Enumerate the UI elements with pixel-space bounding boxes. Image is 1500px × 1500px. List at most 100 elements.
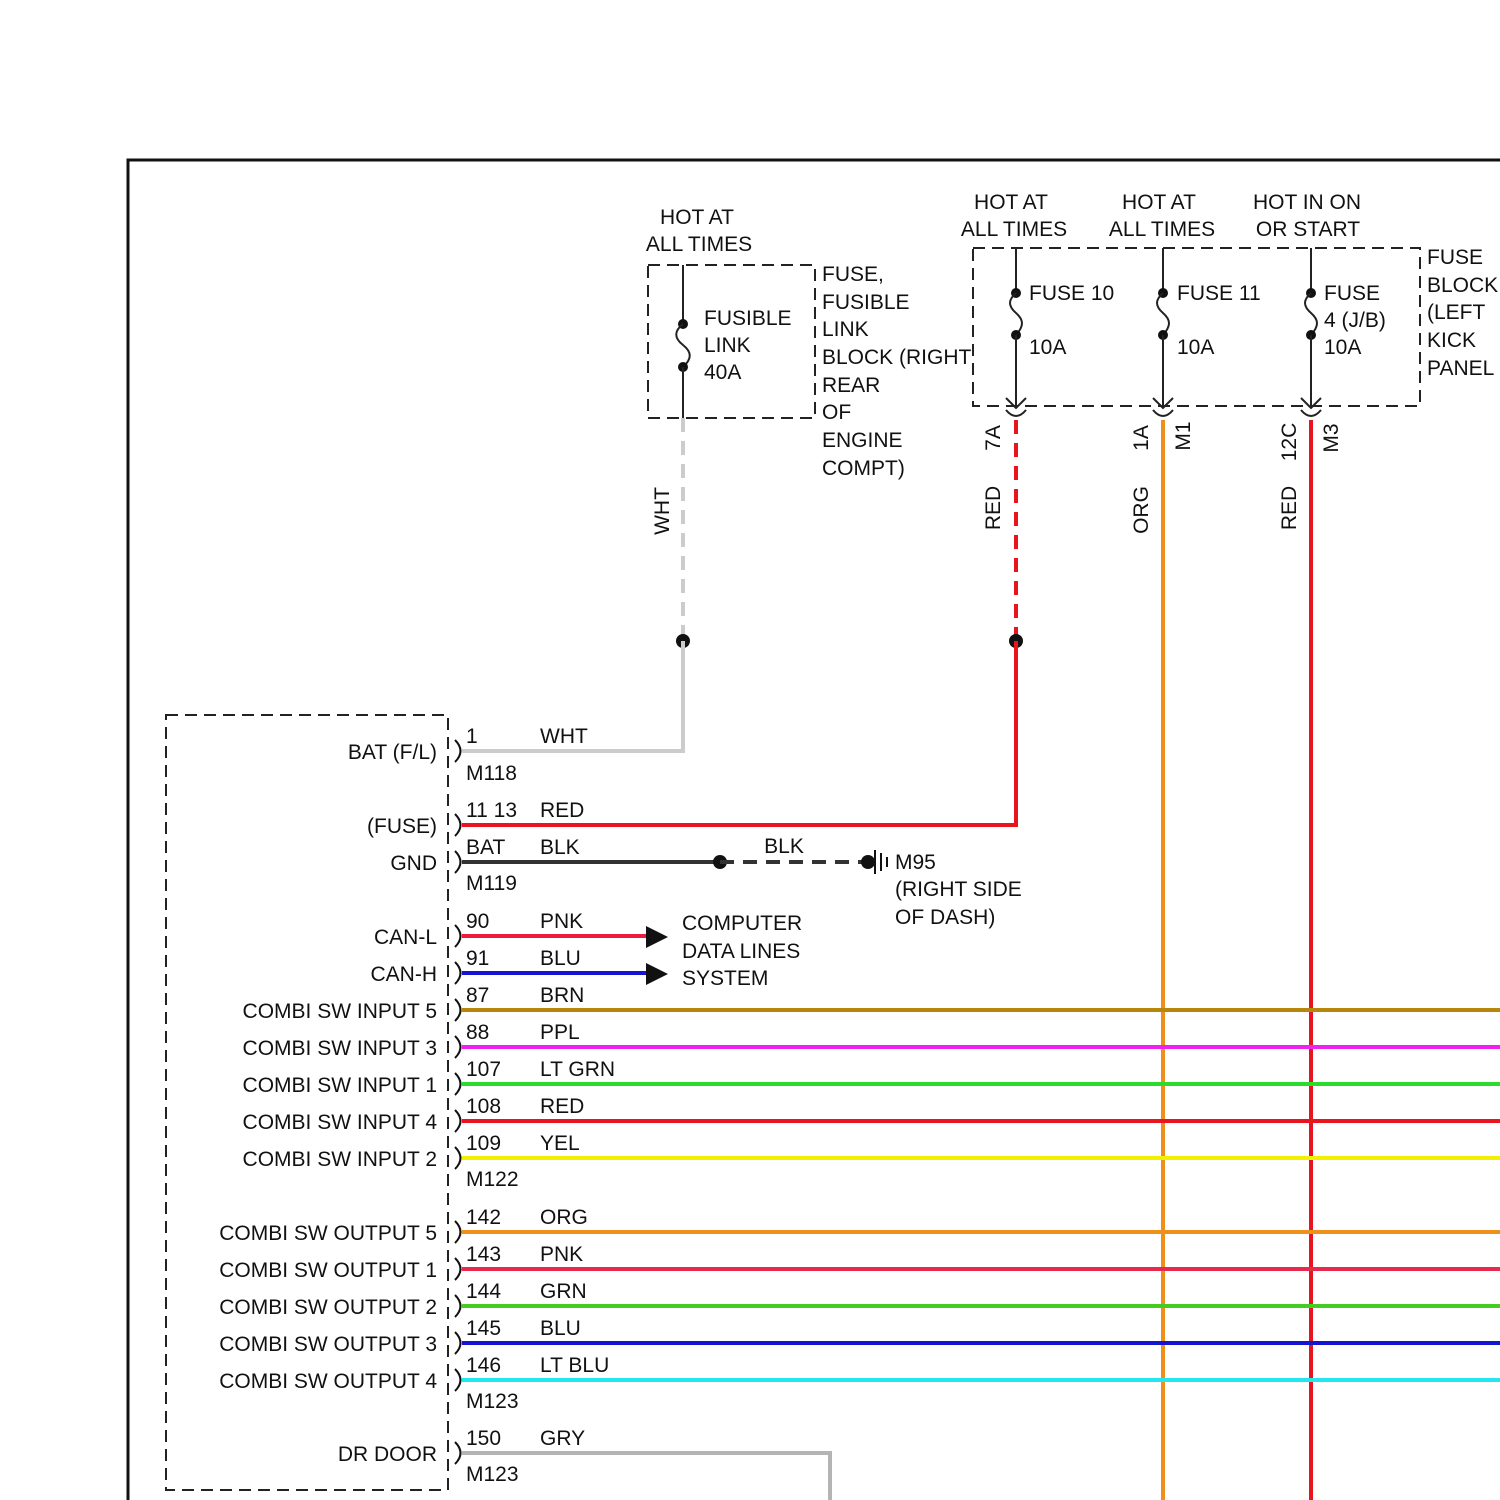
- fuse-4-name-1: FUSE: [1324, 282, 1380, 305]
- fuse-block-label-3: (LEFT: [1427, 301, 1486, 324]
- gnd-wire-label: BLK: [764, 835, 804, 858]
- combi-sw-input-4-wire-color: RED: [540, 1095, 584, 1118]
- gnd-label: GND: [390, 852, 437, 875]
- combi-sw-input-1-connector-icon: [455, 1073, 461, 1095]
- combi-sw-input-5-pin-number: 87: [466, 984, 489, 1007]
- gnd-wire-color: BLK: [540, 836, 580, 859]
- fusible-link-supply-label-2: ALL TIMES: [646, 233, 752, 256]
- fuse-11-pin: 1A: [1130, 425, 1153, 451]
- can-h-wire-color: BLU: [540, 947, 581, 970]
- fusible-link-block-label-7: ENGINE: [822, 429, 903, 452]
- combi-sw-input-2-connector-icon: [455, 1147, 461, 1169]
- combi-sw-input-4-pin-number: 108: [466, 1095, 501, 1118]
- dr-door-label: DR DOOR: [338, 1443, 437, 1466]
- fuse-block-label-5: PANEL: [1427, 357, 1494, 380]
- combi-sw-output-2-label: COMBI SW OUTPUT 2: [219, 1296, 437, 1319]
- fusible-link-block-label-6: OF: [822, 401, 851, 424]
- combi-sw-input-3-label: COMBI SW INPUT 3: [243, 1037, 437, 1060]
- connector-m119: M119: [466, 872, 517, 895]
- combi-sw-input-5-connector-icon: [455, 999, 461, 1021]
- can-l-wire-color: PNK: [540, 910, 583, 933]
- combi-sw-output-4-wire-color: LT BLU: [540, 1354, 609, 1377]
- bat-f-l-connector-icon: [455, 740, 461, 762]
- ground-label-3: OF DASH): [895, 906, 995, 929]
- combi-sw-output-4-pin-number: 146: [466, 1354, 501, 1377]
- fuse-label: (FUSE): [367, 815, 437, 838]
- gnd-connector-icon: [455, 851, 461, 873]
- ground-label-2: (RIGHT SIDE: [895, 878, 1022, 901]
- combi-sw-output-4-label: COMBI SW OUTPUT 4: [219, 1370, 437, 1393]
- fuse-11-supply-2: ALL TIMES: [1109, 218, 1215, 241]
- fuse-block-label-1: FUSE: [1427, 246, 1483, 269]
- fusible-link-supply-label-1: HOT AT: [660, 206, 734, 229]
- fuse-4-pin: 12C: [1278, 423, 1301, 462]
- fusible-link-block-label-4: BLOCK (RIGHT: [822, 346, 972, 369]
- bat-f-l-label: BAT (F/L): [348, 741, 437, 764]
- dr-door-wire-color: GRY: [540, 1427, 585, 1450]
- fuse-block-label-4: KICK: [1427, 329, 1476, 352]
- combi-sw-output-5-label: COMBI SW OUTPUT 5: [219, 1222, 437, 1245]
- fuse-4-rating: 10A: [1324, 336, 1361, 359]
- wht-wire-label: WHT: [651, 487, 674, 535]
- fuse-block-section: FUSE BLOCK (LEFT KICK PANEL HOT AT ALL T…: [462, 191, 1498, 1500]
- fuse-10-supply-1: HOT AT: [974, 191, 1048, 214]
- combi-sw-output-3-connector-icon: [455, 1332, 461, 1354]
- fuse-10-pin: 7A: [982, 425, 1005, 451]
- can-destination-2: DATA LINES: [682, 940, 800, 963]
- combi-sw-input-4-label: COMBI SW INPUT 4: [243, 1111, 438, 1134]
- gnd-splice-2: [861, 855, 875, 869]
- combi-sw-output-3-label: COMBI SW OUTPUT 3: [219, 1333, 437, 1356]
- combi-sw-output-1-label: COMBI SW OUTPUT 1: [219, 1259, 437, 1282]
- can-l-arrow-icon: [646, 926, 668, 948]
- fusible-link-section: HOT AT ALL TIMES FUSIBLE LINK 40A FUSE, …: [462, 206, 972, 751]
- fuse-10-name: FUSE 10: [1029, 282, 1114, 305]
- combi-sw-output-3-pin-number: 145: [466, 1317, 501, 1340]
- fusible-link-block-label-8: COMPT): [822, 457, 905, 480]
- combi-sw-output-4-connector-icon: [455, 1369, 461, 1391]
- can-l-pin-number: 90: [466, 910, 489, 933]
- fusible-link-icon: [676, 324, 690, 367]
- dr-door-connector-icon: [455, 1442, 461, 1464]
- gnd-pin-number: BAT: [466, 836, 505, 859]
- fusible-link-block-label-2: FUSIBLE: [822, 291, 910, 314]
- combi-sw-input-3-pin-number: 88: [466, 1021, 489, 1044]
- combi-sw-input-5-label: COMBI SW INPUT 5: [243, 1000, 437, 1023]
- combi-sw-output-5-connector-icon: [455, 1221, 461, 1243]
- combi-sw-output-3-wire-color: BLU: [540, 1317, 581, 1340]
- combi-sw-input-3-connector-icon: [455, 1036, 461, 1058]
- connector-m123: M123: [466, 1390, 519, 1413]
- combi-sw-input-4-connector-icon: [455, 1110, 461, 1132]
- dr-door-pin-number: 150: [466, 1427, 501, 1450]
- module-section: BLK M95 (RIGHT SIDE OF DASH) COMPUTER DA…: [166, 715, 1500, 1500]
- fusible-link-label-2: LINK: [704, 334, 751, 357]
- combi-sw-input-2-pin-number: 109: [466, 1132, 501, 1155]
- can-h-connector-icon: [455, 962, 461, 984]
- fuse-10-icon: [1010, 293, 1022, 335]
- fuse-block-label-2: BLOCK: [1427, 274, 1498, 297]
- fuse-4-supply-1: HOT IN ON: [1253, 191, 1361, 214]
- fuse-4: HOT IN ON OR START FUSE 4 (J/B) 10A 12C …: [1253, 191, 1386, 1500]
- ground-icon: [875, 850, 887, 874]
- ground-label-1: M95: [895, 851, 936, 874]
- combi-sw-input-1-label: COMBI SW INPUT 1: [243, 1074, 437, 1097]
- bat-f-l-pin-number: 1: [466, 725, 478, 748]
- connector-m122: M122: [466, 1168, 519, 1191]
- combi-sw-output-5-wire-color: ORG: [540, 1206, 588, 1229]
- fuse-10-wire-label: RED: [982, 486, 1005, 530]
- fuse-11-wire-label: ORG: [1130, 486, 1153, 534]
- fusible-link-label-1: FUSIBLE: [704, 307, 792, 330]
- combi-sw-output-1-connector-icon: [455, 1258, 461, 1280]
- can-h-arrow-icon: [646, 963, 668, 985]
- fuse-11-rating: 10A: [1177, 336, 1214, 359]
- fusible-link-block-label-5: REAR: [822, 374, 880, 397]
- fuse-10-rating: 10A: [1029, 336, 1066, 359]
- combi-sw-input-3-wire-color: PPL: [540, 1021, 580, 1044]
- combi-sw-output-1-pin-number: 143: [466, 1243, 501, 1266]
- combi-sw-input-2-wire-color: YEL: [540, 1132, 580, 1155]
- fuse-11-icon: [1157, 293, 1169, 335]
- can-destination-3: SYSTEM: [682, 967, 768, 990]
- can-destination-1: COMPUTER: [682, 912, 802, 935]
- fuse-11-name: FUSE 11: [1177, 282, 1261, 305]
